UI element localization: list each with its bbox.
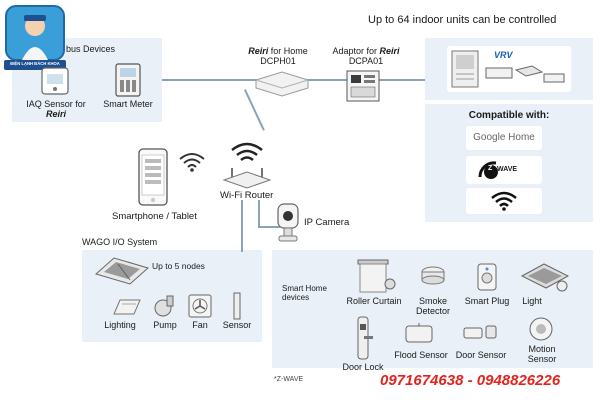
adaptor-pre: Adaptor for xyxy=(332,46,380,56)
header-title: Up to 64 indoor units can be controlled xyxy=(368,14,557,26)
door-sensor-label: Door Sensor xyxy=(455,350,507,360)
zwave-card xyxy=(466,156,542,184)
company-logo: ĐIỆN LẠNH BÁCH KHOA xyxy=(4,4,66,74)
wago-nodes-label: Up to 5 nodes xyxy=(152,261,205,271)
wifi-logo-icon xyxy=(491,191,517,211)
motion-sensor-icon xyxy=(529,317,553,341)
smartphone-label: Smartphone / Tablet xyxy=(112,211,197,222)
fan-icon xyxy=(188,294,212,318)
google-home-label: Google Home xyxy=(473,132,535,143)
smoke-detector-label: Smoke Detector xyxy=(410,296,456,317)
reiri-brand: Reiri xyxy=(248,46,269,56)
flood-sensor-label: Flood Sensor xyxy=(394,350,448,360)
reiri-rest: for Home xyxy=(268,46,308,56)
reiri-model: DCPH01 xyxy=(260,56,296,67)
iaq-sensor-label-1: IAQ Sensor for xyxy=(26,99,86,109)
reiri-hub-icon xyxy=(255,71,309,97)
compat-title: Compatible with: xyxy=(468,110,550,121)
reiri-label: Reiri for Home DCPH01 xyxy=(238,46,318,67)
phone-numbers: 0971674638 - 0948826226 xyxy=(380,372,561,389)
zwave-logo-icon xyxy=(478,161,498,179)
door-lock-label: Door Lock xyxy=(342,362,384,372)
door-lock-icon xyxy=(357,316,373,360)
adaptor-label: Adaptor for Reiri DCPA01 xyxy=(326,46,406,67)
vrv-indoor-units-icon xyxy=(485,65,565,83)
lighting-label: Lighting xyxy=(104,320,136,330)
sensor-icon xyxy=(233,292,241,320)
zwave-z: Z xyxy=(488,165,493,172)
camera-line-v xyxy=(258,200,260,227)
smart-plug-label: Smart Plug xyxy=(464,296,510,306)
pump-label: Pump xyxy=(153,320,177,330)
fan-label: Fan xyxy=(192,320,208,330)
smoke-detector-label-2: Detector xyxy=(415,306,450,317)
light-icon xyxy=(520,263,570,292)
company-logo-text: ĐIỆN LẠNH BÁCH KHOA xyxy=(10,61,60,66)
adaptor-icon xyxy=(346,70,380,102)
roller-curtain-label: Roller Curtain xyxy=(346,296,402,306)
iaq-sensor-label: IAQ Sensor for Reiri xyxy=(20,99,92,120)
vrv-outdoor-unit-icon xyxy=(451,50,479,88)
ip-camera-label: IP Camera xyxy=(304,217,350,228)
smart-home-title-2: devices xyxy=(282,293,310,303)
lighting-icon xyxy=(113,299,141,315)
pump-icon xyxy=(154,295,174,317)
wago-controller-icon xyxy=(94,257,150,285)
camera-line-h xyxy=(258,226,280,228)
smoke-detector-icon xyxy=(421,266,445,285)
ip-camera-icon xyxy=(277,203,299,242)
google-home-card xyxy=(466,126,542,150)
roller-curtain-icon xyxy=(357,259,396,293)
motion-sensor-label-2: Sensor xyxy=(527,354,557,365)
sensor-label: Sensor xyxy=(222,320,252,330)
flood-sensor-icon xyxy=(405,323,433,343)
router-label: Wi-Fi Router xyxy=(220,190,274,201)
router-down-line xyxy=(241,200,243,252)
smart-home-title-1: Smart Home xyxy=(282,284,327,293)
adaptor-brand: Reiri xyxy=(379,46,400,56)
iaq-sensor-icon xyxy=(41,67,69,95)
vrv-logo: VRV xyxy=(494,50,513,60)
motion-sensor-label: Motion Sensor xyxy=(520,344,564,365)
company-logo-icon xyxy=(4,5,66,70)
router-icon xyxy=(222,142,272,189)
iaq-sensor-label-2: Reiri xyxy=(45,109,66,120)
smartphone-icon xyxy=(138,148,168,206)
smart-plug-icon xyxy=(477,263,497,291)
footnote: *Z-WAVE xyxy=(274,376,304,383)
smart-meter-icon xyxy=(115,63,141,97)
smart-meter-label: Smart Meter xyxy=(103,99,153,109)
door-sensor-icon xyxy=(463,325,497,339)
zwave-label: WAVE xyxy=(497,166,518,173)
smoke-detector-label-1: Smoke xyxy=(418,296,447,306)
wifi-signal-icon xyxy=(179,153,205,172)
adaptor-model: DCPA01 xyxy=(348,56,384,67)
smart-home-title: Smart Home devices xyxy=(282,284,327,302)
wago-title: WAGO I/O System xyxy=(82,237,158,247)
motion-sensor-label-1: Motion xyxy=(528,344,556,354)
modbus-title: bus Devices xyxy=(66,44,116,54)
light-label: Light xyxy=(522,296,542,306)
